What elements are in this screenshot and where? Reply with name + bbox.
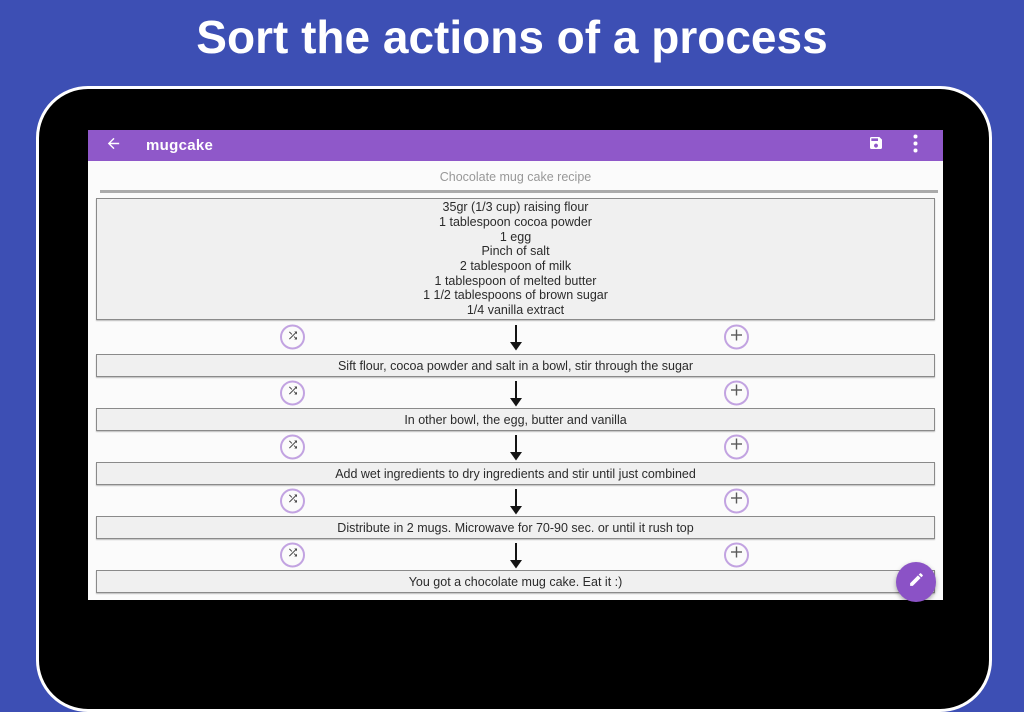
toolbar-title: mugcake	[146, 137, 214, 154]
connector-row	[88, 485, 943, 516]
connector-row	[88, 377, 943, 408]
arrow-down-icon	[509, 434, 523, 466]
add-step-button[interactable]	[724, 324, 749, 350]
app-toolbar: mugcake	[88, 130, 943, 161]
add-step-button[interactable]	[724, 542, 749, 567]
header-divider	[100, 190, 938, 193]
shuffle-icon	[287, 328, 299, 346]
overflow-menu-button[interactable]	[905, 134, 925, 158]
swap-button[interactable]	[280, 542, 305, 567]
tablet-frame: mugcake Chocolate mug cake recipe 35gr (…	[36, 86, 992, 712]
connector-row	[88, 320, 943, 354]
ingredient-line: Pinch of salt	[481, 244, 550, 259]
step-item[interactable]: Add wet ingredients to dry ingredients a…	[96, 462, 935, 485]
arrow-left-icon	[105, 135, 122, 157]
plus-icon	[730, 438, 743, 456]
ingredient-line: 1 tablespoon of melted butter	[434, 273, 597, 288]
app-screen: mugcake Chocolate mug cake recipe 35gr (…	[88, 130, 943, 602]
ingredient-line: 1/4 vanilla extract	[466, 303, 565, 318]
arrow-down-icon	[509, 324, 523, 356]
arrow-down-icon	[509, 542, 523, 574]
ingredient-line: 2 tablespoon of milk	[459, 259, 572, 273]
swap-button[interactable]	[280, 324, 305, 350]
step-item[interactable]: Sift flour, cocoa powder and salt in a b…	[96, 354, 935, 377]
connector-row	[88, 431, 943, 462]
floppy-disk-icon	[868, 135, 884, 156]
recipe-title: Chocolate mug cake recipe	[439, 170, 592, 184]
arrow-down-icon	[509, 488, 523, 520]
swap-button[interactable]	[280, 380, 305, 405]
shuffle-icon	[287, 546, 299, 564]
step-item[interactable]: Distribute in 2 mugs. Microwave for 70-9…	[96, 516, 935, 539]
ingredient-line: 35gr (1/3 cup) raising flour	[442, 200, 589, 215]
plus-icon	[730, 546, 743, 564]
page-title: Sort the actions of a process	[196, 11, 828, 63]
arrow-down-icon	[509, 380, 523, 412]
add-step-button[interactable]	[724, 488, 749, 513]
ingredients-box[interactable]: 35gr (1/3 cup) raising flour 1 tablespoo…	[96, 198, 935, 320]
ingredient-line: 1 tablespoon cocoa powder	[439, 214, 592, 229]
step-item[interactable]: In other bowl, the egg, butter and vanil…	[96, 408, 935, 431]
add-step-button[interactable]	[724, 434, 749, 459]
swap-button[interactable]	[280, 434, 305, 459]
add-step-button[interactable]	[724, 380, 749, 405]
plus-icon	[730, 492, 743, 510]
plus-icon	[730, 328, 743, 346]
step-item[interactable]: You got a chocolate mug cake. Eat it :)	[96, 570, 935, 593]
shuffle-icon	[287, 438, 299, 456]
connector-row	[88, 539, 943, 570]
overflow-menu-icon	[913, 134, 918, 158]
plus-icon	[730, 384, 743, 402]
pencil-icon	[908, 571, 925, 593]
back-button[interactable]	[101, 134, 125, 158]
edit-fab-button[interactable]	[896, 562, 936, 602]
ingredient-line: 1 egg	[499, 229, 532, 244]
ingredient-line: 1 1/2 tablespoons of brown sugar	[423, 288, 608, 303]
shuffle-icon	[287, 492, 299, 510]
save-button[interactable]	[863, 134, 889, 158]
swap-button[interactable]	[280, 488, 305, 513]
shuffle-icon	[287, 384, 299, 402]
